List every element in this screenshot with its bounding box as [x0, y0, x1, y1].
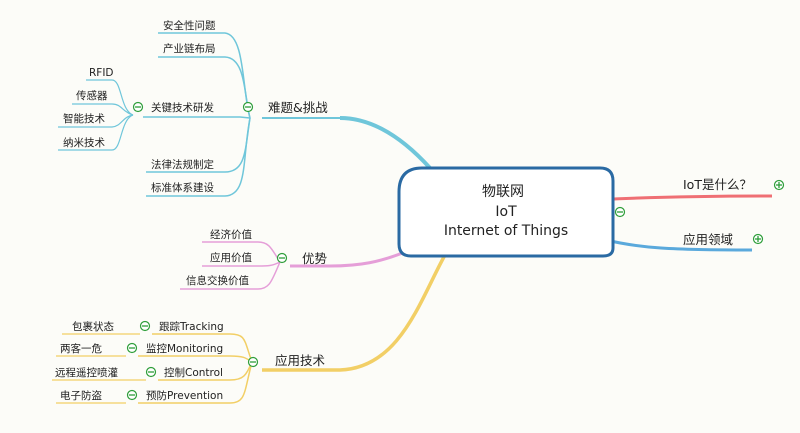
- collapse-tracking-icon[interactable]: [139, 320, 151, 332]
- apptech-item[interactable]: 监控Monitoring: [146, 342, 223, 355]
- apptech-branch-lines: [52, 254, 447, 404]
- challenge-standard[interactable]: 标准体系建设: [151, 181, 214, 194]
- right-branch-lines: [605, 194, 773, 252]
- challenge-security[interactable]: 安全性问题: [163, 19, 216, 32]
- apptech-child[interactable]: 电子防盗: [60, 389, 102, 402]
- collapse-advantages-icon[interactable]: [276, 252, 288, 264]
- key-tech-item[interactable]: 纳米技术: [63, 136, 105, 149]
- advantage-item[interactable]: 信息交换价值: [186, 274, 249, 287]
- center-topic-box: [397, 166, 615, 258]
- collapse-prevention-icon[interactable]: [126, 389, 138, 401]
- topic-what-is-iot[interactable]: IoT是什么？: [683, 177, 752, 192]
- challenge-key-tech[interactable]: 关键技术研发: [151, 101, 214, 114]
- topic-application-tech[interactable]: 应用技术: [275, 353, 326, 368]
- collapse-center-icon[interactable]: [614, 206, 626, 218]
- challenge-industry-chain[interactable]: 产业链布局: [163, 42, 216, 55]
- collapse-control-icon[interactable]: [145, 366, 157, 378]
- center-title-line1: 物联网: [482, 184, 524, 200]
- key-tech-item[interactable]: 传感器: [76, 89, 108, 102]
- apptech-item[interactable]: 预防Prevention: [146, 389, 223, 402]
- challenge-law[interactable]: 法律法规制定: [151, 158, 214, 171]
- advantage-item[interactable]: 经济价值: [210, 228, 252, 241]
- advantage-item[interactable]: 应用价值: [210, 251, 252, 264]
- apptech-item[interactable]: 控制Control: [164, 366, 223, 379]
- collapse-challenges-icon[interactable]: [242, 101, 254, 113]
- apptech-child[interactable]: 包裹状态: [72, 320, 114, 333]
- center-title-line3: Internet of Things: [444, 223, 568, 239]
- expand-fields-icon[interactable]: [752, 233, 764, 245]
- key-tech-item[interactable]: 智能技术: [63, 112, 105, 125]
- challenges-branch-lines: [58, 32, 432, 197]
- apptech-child[interactable]: 两客一危: [60, 342, 102, 355]
- expand-what-icon[interactable]: [773, 179, 785, 191]
- collapse-key-tech-icon[interactable]: [132, 101, 144, 113]
- collapse-monitoring-icon[interactable]: [126, 342, 138, 354]
- topic-advantages[interactable]: 优势: [302, 251, 328, 266]
- apptech-child[interactable]: 远程遥控喷灌: [55, 366, 118, 379]
- center-title-line2: IoT: [495, 204, 517, 220]
- collapse-apptech-icon[interactable]: [247, 356, 259, 368]
- center-topic[interactable]: 物联网 IoT Internet of Things: [397, 166, 615, 258]
- topic-challenges[interactable]: 难题&挑战: [268, 100, 328, 115]
- apptech-item[interactable]: 跟踪Tracking: [159, 320, 224, 333]
- key-tech-item[interactable]: RFID: [89, 67, 114, 79]
- topic-application-fields[interactable]: 应用领域: [683, 232, 733, 247]
